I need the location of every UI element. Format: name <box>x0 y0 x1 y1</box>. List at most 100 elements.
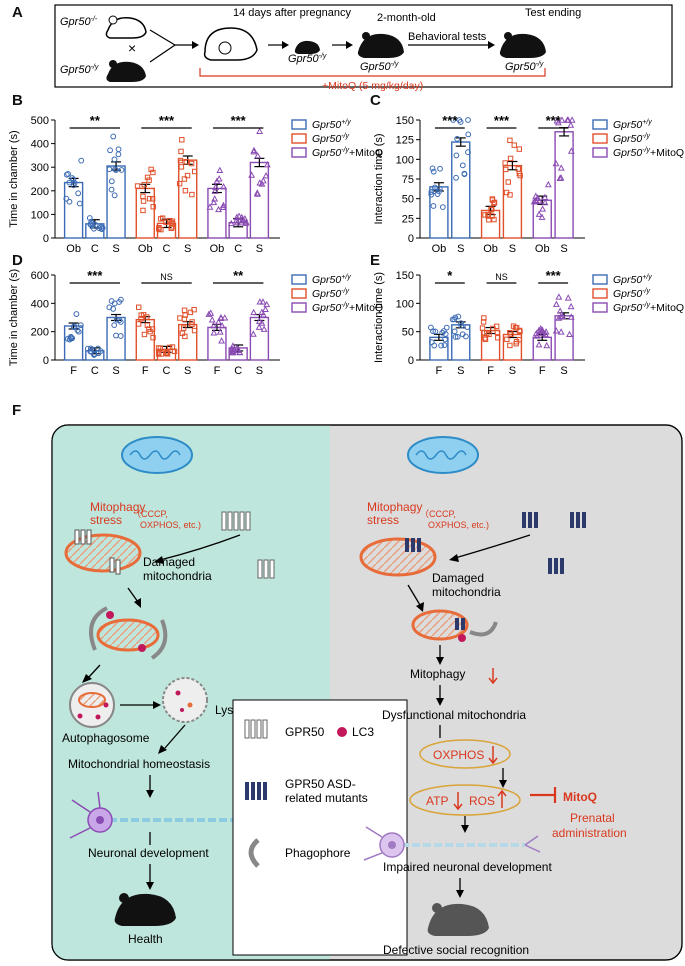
significance-label: *** <box>546 268 562 283</box>
data-point <box>250 308 258 316</box>
legend-label: Gpr50-/y <box>312 133 349 145</box>
data-point <box>465 131 472 138</box>
svg-text:Gpr50-/-: Gpr50-/- <box>60 16 98 28</box>
data-point <box>216 328 224 335</box>
data-point <box>260 310 267 318</box>
data-point <box>459 331 466 338</box>
legend-swatch <box>291 133 307 144</box>
svg-text:administration: administration <box>552 826 627 840</box>
data-point <box>248 171 256 178</box>
y-axis-label: Interaction time (s) <box>373 133 385 224</box>
data-point <box>479 325 486 331</box>
data-point <box>552 327 560 334</box>
data-point <box>555 293 563 300</box>
data-point <box>76 200 83 207</box>
y-tick-label: 100 <box>396 154 414 166</box>
data-point <box>163 350 170 356</box>
x-tick-label: Ob <box>138 243 153 255</box>
data-point <box>69 335 76 342</box>
data-point <box>207 309 215 316</box>
y-tick-label: 50 <box>402 327 414 339</box>
y-tick-label: 100 <box>31 209 49 221</box>
x-tick-label: S <box>457 243 464 255</box>
x-tick-label: F <box>142 365 149 377</box>
x-tick-label: C <box>234 243 242 255</box>
data-point <box>458 320 464 327</box>
data-point <box>552 159 560 167</box>
x-tick-label: S <box>457 365 464 377</box>
data-point <box>212 183 220 190</box>
panel-f-letter: F <box>12 402 22 419</box>
svg-text:Mitophagy: Mitophagy <box>410 667 465 681</box>
panel-b-letter: B <box>12 92 23 109</box>
data-point <box>117 319 124 325</box>
data-point <box>75 190 82 197</box>
legend-label: Gpr50-/y+MitoQ <box>312 147 383 159</box>
y-tick-label: 100 <box>396 298 414 310</box>
data-point <box>453 174 459 181</box>
data-point <box>70 176 77 183</box>
data-point <box>191 168 198 175</box>
data-point <box>78 157 85 164</box>
svg-text:GPR50: GPR50 <box>285 725 325 739</box>
data-point <box>184 172 191 179</box>
data-point <box>485 211 491 218</box>
data-point <box>428 189 435 195</box>
svg-text:Prenatal: Prenatal <box>570 811 615 825</box>
legend-swatch <box>592 302 608 313</box>
data-point <box>482 212 488 218</box>
defective-mouse-icon <box>427 903 489 936</box>
data-point <box>538 213 546 220</box>
mutant-receptor-icon <box>522 512 586 574</box>
bar <box>554 315 574 361</box>
data-point <box>141 181 148 188</box>
data-point <box>115 151 122 158</box>
svg-text:+MitoQ (5 mg/kg/day): +MitoQ (5 mg/kg/day) <box>322 80 423 92</box>
panel-d-letter: D <box>12 252 23 269</box>
data-point <box>430 203 437 209</box>
data-point <box>111 322 118 328</box>
data-point <box>106 166 113 173</box>
data-point <box>135 321 142 327</box>
x-tick-label: S <box>560 243 567 255</box>
svg-text:Gpr50-/y: Gpr50-/y <box>288 53 327 65</box>
x-tick-label: C <box>91 365 99 377</box>
data-point <box>135 304 142 310</box>
svg-text:×: × <box>128 40 136 56</box>
x-tick-label: C <box>163 243 171 255</box>
data-point <box>113 167 119 173</box>
data-point <box>454 135 461 142</box>
data-point <box>69 175 76 181</box>
data-point <box>156 351 162 357</box>
svg-text:Dysfunctional mitochondria: Dysfunctional mitochondria <box>382 708 526 722</box>
data-point <box>261 305 269 313</box>
impaired-neuron-icon <box>363 826 541 861</box>
data-point <box>217 313 225 321</box>
data-point <box>77 322 84 329</box>
x-tick-label: F <box>214 365 221 377</box>
significance-label: *** <box>231 113 247 128</box>
data-point <box>182 187 189 194</box>
data-point <box>454 333 461 340</box>
data-point <box>191 306 197 313</box>
data-point <box>504 336 510 342</box>
data-point <box>206 203 214 210</box>
data-point <box>180 325 187 331</box>
svg-text:Gpr50-/y: Gpr50-/y <box>60 64 99 76</box>
significance-label: *** <box>159 113 175 128</box>
svg-text:（CCCP,: （CCCP, <box>132 509 168 519</box>
svg-text:Impaired neuronal development: Impaired neuronal development <box>383 860 552 874</box>
data-point <box>259 176 267 184</box>
data-point <box>75 328 82 335</box>
data-point <box>65 171 71 177</box>
data-point <box>116 317 123 324</box>
panel-e-letter: E <box>370 252 381 269</box>
data-point <box>567 313 575 320</box>
data-point <box>140 207 146 214</box>
data-point <box>144 174 151 181</box>
x-tick-label: C <box>91 243 99 255</box>
data-point <box>508 331 514 337</box>
data-point <box>70 324 77 331</box>
y-tick-label: 150 <box>396 115 414 127</box>
